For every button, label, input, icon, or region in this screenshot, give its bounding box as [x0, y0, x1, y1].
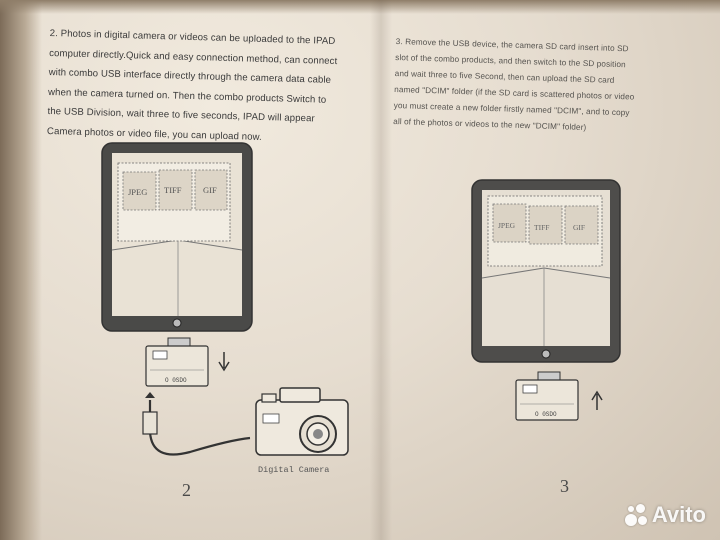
table-surface-top: [0, 0, 720, 14]
figure-number-2: 2: [182, 480, 191, 500]
avito-watermark: Avito: [624, 502, 706, 528]
usb-cable-left: [142, 392, 251, 456]
folder-label-tiff: TIFF: [164, 185, 182, 195]
combo-reader-right: O 0SDO: [515, 371, 579, 421]
avito-watermark-text: Avito: [651, 502, 706, 527]
avito-logo-icon: [624, 504, 647, 526]
arrow-up-icon: [591, 390, 603, 410]
figure-number-3: 3: [560, 476, 569, 496]
folder-label-jpeg: JPEG: [128, 187, 147, 197]
paper-fold: [370, 0, 392, 540]
folder-window-right: [487, 195, 603, 267]
folder-label-gif: GIF: [573, 223, 585, 232]
folder-label-jpeg: JPEG: [498, 221, 516, 230]
folder-label-tiff: TIFF: [534, 223, 549, 232]
folder-label-gif: GIF: [203, 185, 217, 195]
combo-reader-left: O 0SDO: [145, 337, 209, 387]
folder-window-left: [117, 162, 231, 242]
table-surface-left: [0, 0, 42, 540]
camera-label: Digital Camera: [258, 465, 329, 475]
arrow-down-icon: [218, 352, 230, 372]
camera-icon: [255, 387, 349, 456]
svg-text:O 0SDO: O 0SDO: [535, 411, 557, 418]
svg-text:O 0SDO: O 0SDO: [165, 377, 187, 384]
